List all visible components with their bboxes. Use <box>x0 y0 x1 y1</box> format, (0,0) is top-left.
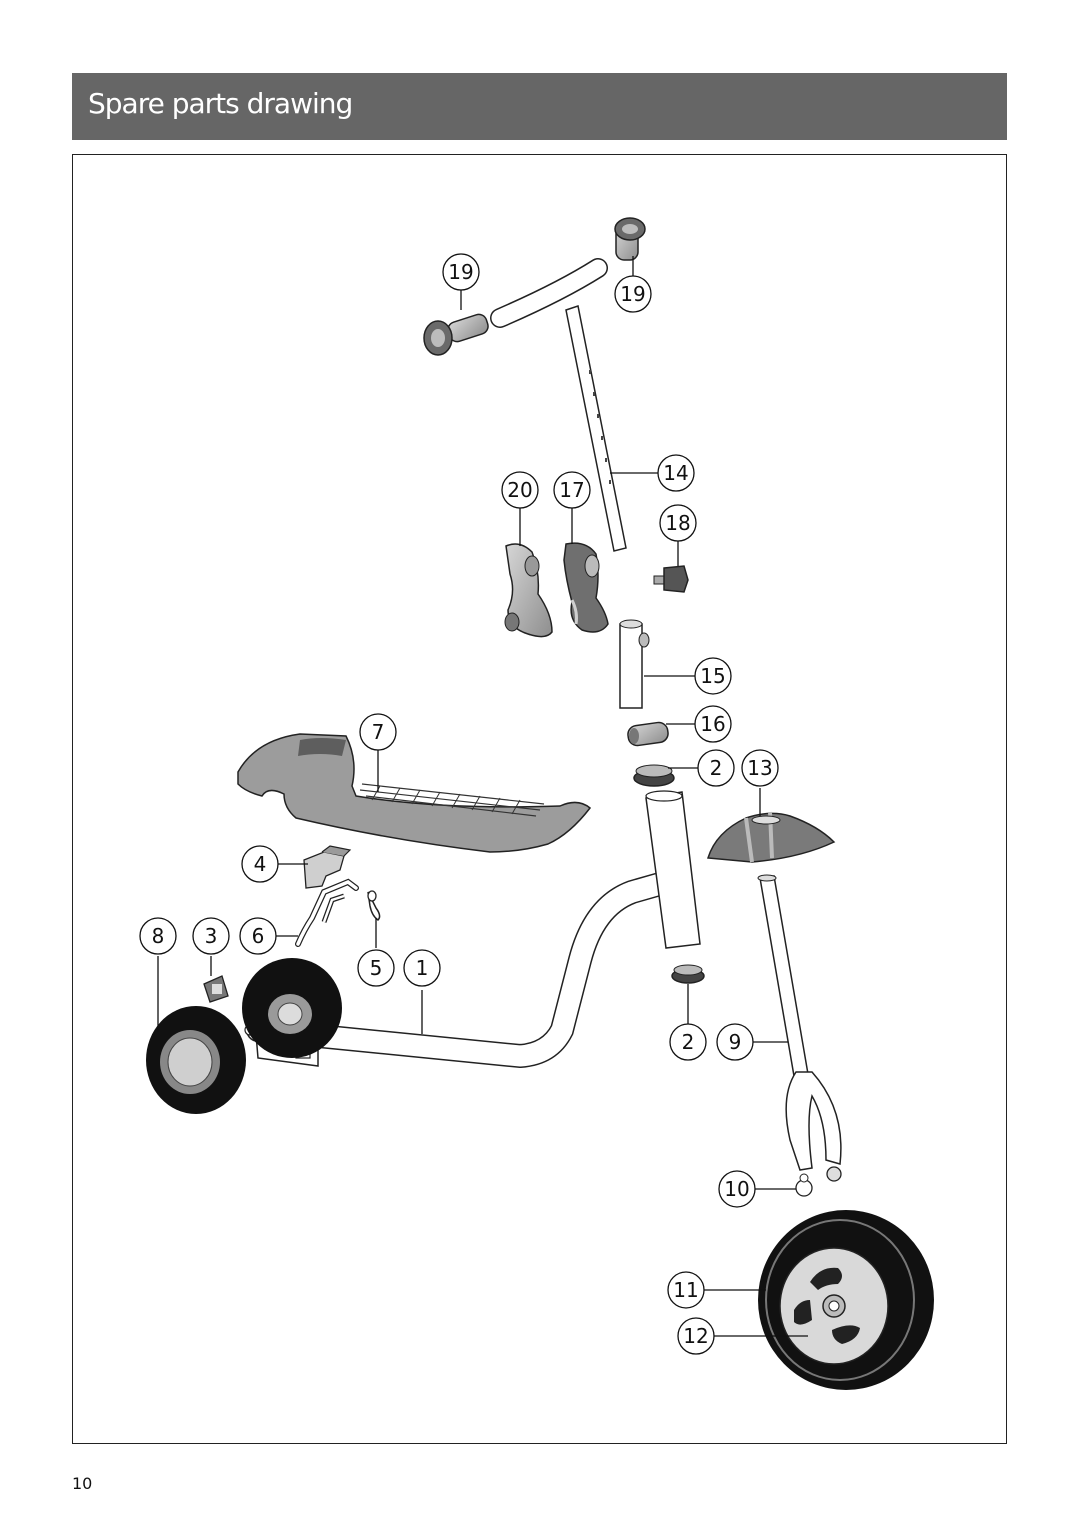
svg-text:11: 11 <box>673 1278 698 1302</box>
callout-8: 8 <box>139 917 177 955</box>
handlebar-stem <box>565 305 627 552</box>
callout-4: 4 <box>241 845 279 883</box>
svg-text:3: 3 <box>205 924 218 948</box>
bushing <box>627 721 669 747</box>
svg-text:9: 9 <box>729 1030 742 1054</box>
page-number: 10 <box>72 1474 93 1493</box>
front-fork <box>757 874 842 1171</box>
svg-text:7: 7 <box>372 720 385 744</box>
rear-wheel-right <box>242 958 342 1058</box>
kickstand <box>295 878 359 947</box>
svg-text:19: 19 <box>448 260 473 284</box>
svg-text:1: 1 <box>416 956 429 980</box>
callout-12: 12 <box>677 1317 715 1355</box>
callout-9: 9 <box>716 1023 754 1061</box>
callout-6: 6 <box>239 917 277 955</box>
callout-2: 2 <box>669 1023 707 1061</box>
svg-text:16: 16 <box>700 712 725 736</box>
spring-clip <box>367 890 381 921</box>
bearing-lower <box>671 964 705 984</box>
drawing-frame <box>72 154 1007 1444</box>
callout-20: 20 <box>501 471 539 509</box>
leader-lines <box>157 256 808 1337</box>
bearing-upper <box>633 764 675 787</box>
svg-text:20: 20 <box>507 478 532 502</box>
svg-text:18: 18 <box>665 511 690 535</box>
front-mudguard <box>707 811 836 863</box>
callout-14: 14 <box>657 454 695 492</box>
callout-10: 10 <box>718 1170 756 1208</box>
callout-16: 16 <box>694 705 732 743</box>
handle-grip-right <box>614 217 646 261</box>
clamp-half-20 <box>504 543 553 638</box>
rear-wheel-left <box>146 1006 246 1114</box>
svg-text:15: 15 <box>700 664 725 688</box>
callout-3: 3 <box>192 917 230 955</box>
svg-text:6: 6 <box>252 924 265 948</box>
front-wheel <box>758 1210 934 1390</box>
callout-2: 2 <box>697 749 735 787</box>
svg-text:2: 2 <box>682 1030 695 1054</box>
callout-18: 18 <box>659 504 697 542</box>
head-tube <box>645 790 701 949</box>
svg-text:13: 13 <box>747 756 772 780</box>
callout-7: 7 <box>359 713 397 751</box>
svg-text:19: 19 <box>620 282 645 306</box>
svg-text:14: 14 <box>663 461 688 485</box>
svg-text:17: 17 <box>559 478 584 502</box>
handle-grip-left <box>423 313 489 356</box>
svg-text:4: 4 <box>254 852 267 876</box>
svg-text:12: 12 <box>683 1324 708 1348</box>
deck <box>237 733 592 853</box>
section-header: Spare parts drawing <box>72 73 1007 140</box>
svg-text:8: 8 <box>152 924 165 948</box>
clamp-half-17 <box>563 542 609 633</box>
callout-13: 13 <box>741 749 779 787</box>
callout-11: 11 <box>667 1271 705 1309</box>
svg-text:5: 5 <box>370 956 383 980</box>
axle-bushing <box>203 975 229 1003</box>
front-axle-bolt <box>795 1166 842 1197</box>
handlebar-crossbar <box>490 258 608 328</box>
clamp-knob <box>653 565 689 593</box>
callout-19: 19 <box>614 275 652 313</box>
callout-19: 19 <box>442 253 480 291</box>
svg-text:10: 10 <box>724 1177 749 1201</box>
svg-text:2: 2 <box>710 756 723 780</box>
callout-17: 17 <box>553 471 591 509</box>
section-title: Spare parts drawing <box>88 87 353 120</box>
callout-5: 5 <box>357 949 395 987</box>
callout-15: 15 <box>694 657 732 695</box>
inner-tube <box>619 619 650 709</box>
callout-1: 1 <box>403 949 441 987</box>
rear-bracket <box>303 845 352 889</box>
